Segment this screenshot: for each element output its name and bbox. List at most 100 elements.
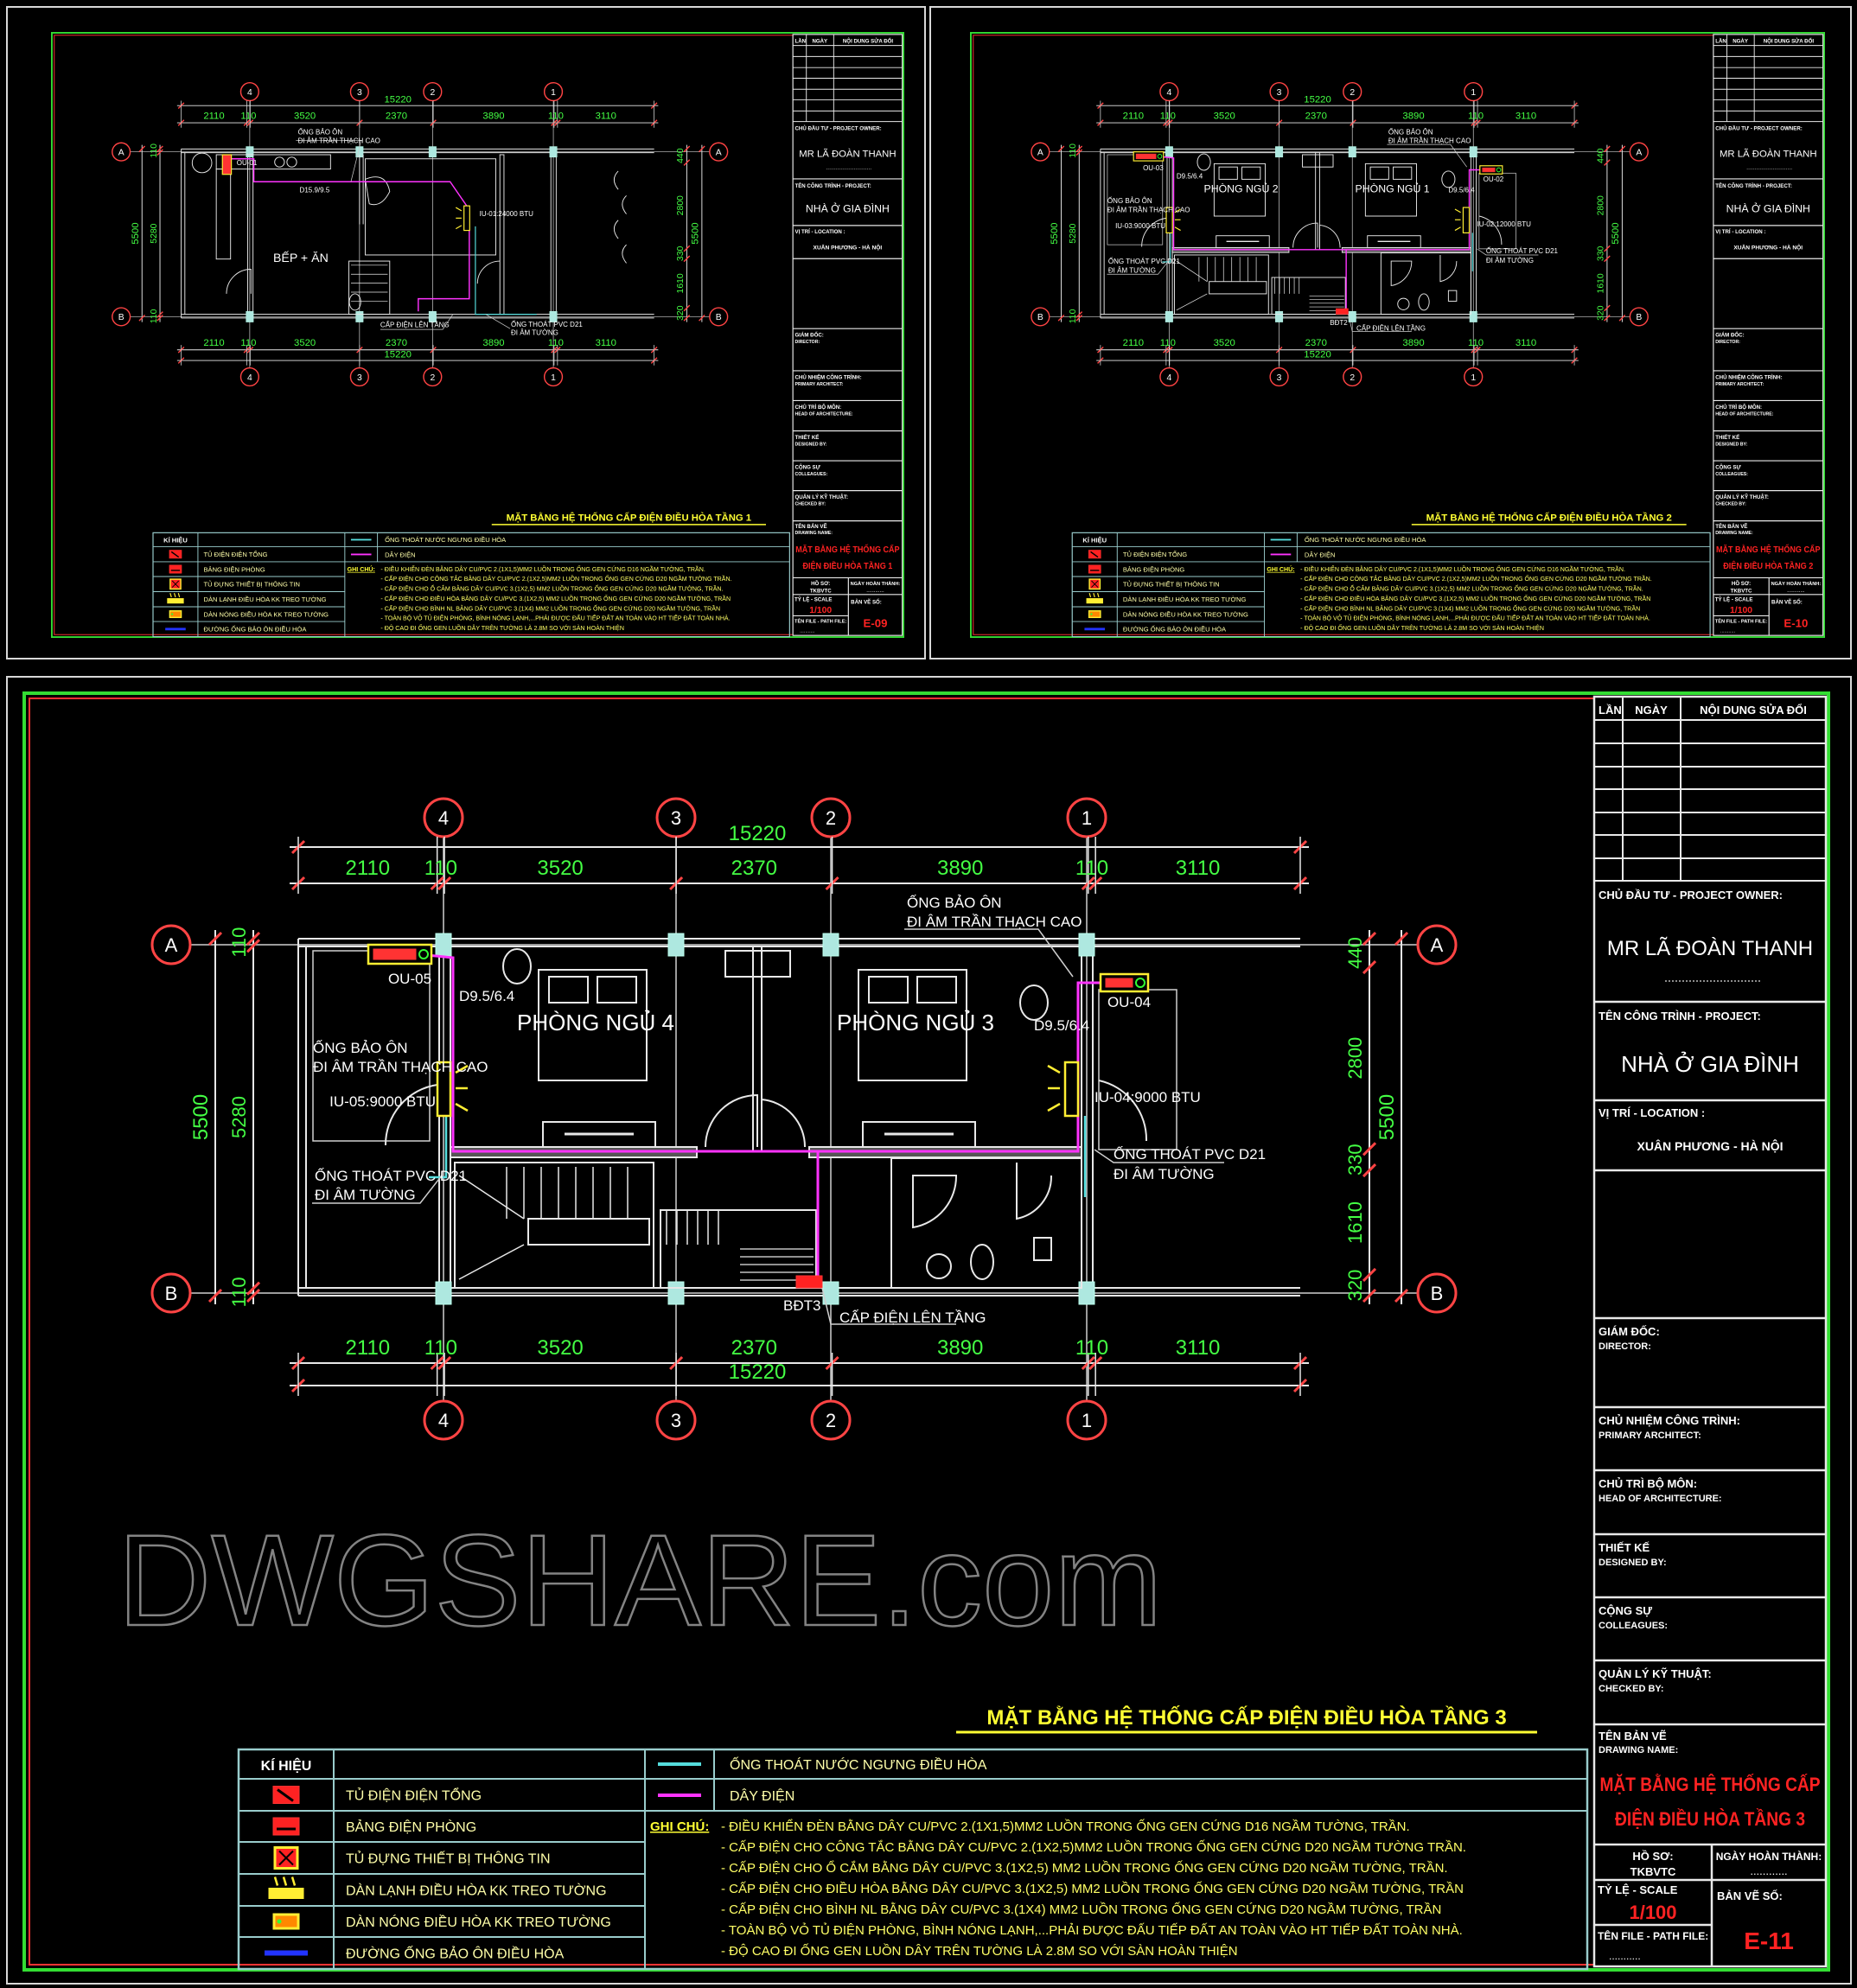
dimension-total-label: 15220: [384, 94, 411, 105]
dimension-tick: [1604, 304, 1611, 312]
stair-landing: [527, 1218, 650, 1246]
dimension-tick: [156, 145, 163, 153]
grid-bubble: [810, 797, 852, 838]
dimension-label: 110: [424, 1336, 457, 1360]
dimension-label: 110: [424, 857, 457, 880]
folding-door: [613, 170, 619, 190]
revision-header: LẦN: [1715, 38, 1726, 44]
outdoor-unit-icon: [221, 154, 233, 175]
drawing-name-label: TÊN BẢN VẼ: [794, 523, 826, 530]
dimension-tick: [683, 245, 691, 252]
legend-item-label: BẢNG ĐIỆN PHÒNG: [346, 1819, 476, 1835]
location-value: XUÂN PHƯƠNG - HÀ NỘI: [814, 243, 883, 251]
grid-bubble: [423, 81, 443, 102]
pillow: [916, 976, 957, 1004]
leader-line: [1094, 1149, 1224, 1163]
owner-label: CHỦ ĐẦU TƯ - PROJECT OWNER:: [1715, 126, 1803, 132]
grid-bubble: [810, 1399, 852, 1441]
leader-line: [1477, 248, 1539, 256]
indoor-unit-label: IU-05:9000 BTU: [329, 1093, 436, 1110]
x-mark: [171, 580, 180, 588]
grid-bubble: [709, 307, 729, 327]
sheet-background: [51, 32, 904, 638]
indoor-unit-airflow: [1047, 1064, 1061, 1074]
dimension-tick: [1075, 315, 1083, 322]
role-label-en: COLLEAGUES:: [1715, 472, 1748, 477]
grid-axis-label: A: [716, 148, 722, 157]
outdoor-unit-label: OU-01: [237, 159, 258, 167]
column: [1078, 933, 1095, 957]
staircase: [660, 1209, 817, 1289]
note-line: - CẤP ĐIỆN CHO BÌNH NL BẰNG DÂY CU/PVC 3…: [380, 603, 720, 612]
bed: [1364, 162, 1417, 217]
stair-landing: [1209, 281, 1267, 295]
sheet-background: [22, 691, 1830, 1972]
grid-axis-label: 4: [438, 807, 449, 829]
project-label: TÊN CÔNG TRÌNH - PROJECT:: [1715, 182, 1792, 189]
panel-label: BĐT3: [783, 1297, 820, 1314]
grid-bubble: [1159, 366, 1179, 387]
dimension-label: 110: [1069, 143, 1078, 158]
grid-axis-label: 4: [438, 1410, 449, 1431]
toilet: [348, 293, 361, 311]
legend-table: MẶT BẰNG HỆ THỐNG CẤP ĐIỆN ĐIỀU HÒA TẦNG…: [1071, 512, 1711, 638]
path-label: TÊN FILE - PATH FILE:: [794, 617, 846, 624]
grid-axis-label: 3: [671, 1410, 681, 1431]
path-label: TÊN FILE - PATH FILE:: [1715, 617, 1768, 624]
dimension-tick: [156, 315, 163, 322]
column: [549, 146, 558, 158]
scale-label: TỶ LỆ - SCALE: [1715, 596, 1753, 602]
room-panel-icon: [1088, 564, 1101, 574]
note-line: - CẤP ĐIỆN CHO ĐIỀU HÒA BẰNG DÂY CU/PVC …: [721, 1881, 1464, 1896]
pipe-size-label: D9.5/6.4: [1448, 187, 1475, 194]
staircase: [1174, 254, 1269, 315]
insulation-pipe-note: ỐNG BẢO ÔN: [1107, 196, 1152, 205]
owner-value: MR LÃ ĐOÀN THANH: [1607, 937, 1813, 960]
armchair: [364, 176, 391, 206]
room-label: PHÒNG NGỦ 4: [517, 1009, 674, 1035]
column: [1078, 1281, 1095, 1305]
grid-bubble: [239, 81, 259, 102]
bed: [858, 969, 967, 1081]
grid-bubble: [112, 307, 131, 327]
wardrobe: [1367, 235, 1421, 248]
role-label: CỘNG SỰ: [794, 464, 820, 471]
scale-value: 1/100: [1730, 606, 1752, 615]
telecom-cabinet-icon: [169, 578, 182, 590]
dimension-label: 3110: [596, 338, 616, 348]
dimension-tick: [1075, 149, 1083, 156]
note-line: - ĐỘ CAO ĐI ỐNG GEN LUỒN DÂY TRÊN TƯỜNG …: [1300, 623, 1544, 632]
dimension-label: 2110: [346, 857, 391, 880]
dimension-tick: [1057, 145, 1065, 153]
dimension-label: 3110: [1516, 111, 1536, 121]
leader-line: [1107, 260, 1169, 275]
dimension-label: 110: [240, 111, 256, 121]
indoor-unit-icon: [1086, 593, 1103, 604]
dimension-label: 2370: [1305, 338, 1327, 348]
outdoor-unit-core: [1482, 167, 1496, 173]
legend-item-label: ĐƯỜNG ỐNG BẢO ÔN ĐIỀU HÒA: [204, 625, 308, 634]
file-no-label: HỒ SƠ:: [811, 581, 830, 587]
outdoor-unit-icon: [1088, 610, 1101, 619]
airflow-mark: [282, 1876, 288, 1886]
dimension-label: 3520: [1214, 111, 1235, 121]
indoor-unit-icon: [1165, 207, 1173, 233]
legend-line-label: ỐNG THOÁT NƯỚC NGƯNG ĐIỀU HÒA: [1305, 535, 1426, 544]
dimension-label: 110: [548, 111, 564, 121]
dimension-tick: [207, 1288, 223, 1303]
grid-axis-label: 3: [1277, 373, 1282, 383]
legend-frame: [237, 1748, 1589, 1971]
grid-bubble: [655, 1399, 697, 1441]
pipe-size-label: D9.5/6.4: [1177, 172, 1203, 180]
role-label: CỘNG SỰ: [1599, 1604, 1652, 1617]
dimension-total-label: 5500: [1611, 222, 1621, 244]
x-mark: [278, 1850, 294, 1866]
dimension-label: 110: [150, 309, 159, 323]
grid-axis-label: B: [118, 313, 124, 322]
grid-bubble: [543, 81, 564, 102]
legend-item-label: BẢNG ĐIỆN PHÒNG: [204, 565, 265, 573]
completion-value: ............: [1787, 588, 1805, 594]
